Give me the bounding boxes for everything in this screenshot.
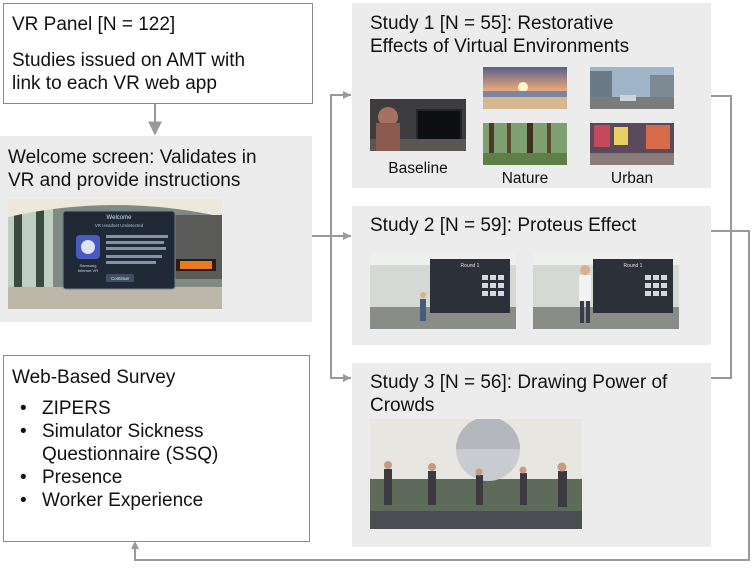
welcome-desc-1: Welcome screen: Validates in [8, 147, 257, 168]
vr-panel-title: VR Panel [N = 122] [12, 14, 176, 35]
nature-beach-image [483, 67, 567, 109]
welcome-desc-2: VR and provide instructions [8, 170, 241, 191]
arrow-studies-to-survey [134, 95, 750, 561]
survey-item: ZIPERS [12, 397, 218, 420]
study2-box: Study 2 [N = 59]: Proteus Effect Round 1… [352, 206, 711, 345]
vr-panel-desc-2: link to each VR web app [12, 73, 217, 94]
survey-items: ZIPERS Simulator Sickness Questionnaire … [12, 397, 218, 512]
survey-item: Presence [12, 466, 218, 489]
study3-title-2: Crowds [370, 395, 435, 416]
caption-baseline: Baseline [388, 160, 448, 177]
nature-forest-image [483, 123, 567, 165]
welcome-dialog-subtitle: VR Headset Undetected [95, 223, 144, 228]
welcome-screen-image: Welcome VR Headset Undetected Samsung In… [8, 199, 222, 309]
study3-box: Study 3 [N = 56]: Drawing Power of Crowd… [352, 363, 711, 547]
welcome-dialog-title: Welcome [107, 215, 133, 221]
urban-street-image [590, 67, 674, 109]
vr-panel-desc-1: Studies issued on AMT with [12, 50, 246, 71]
caption-urban: Urban [610, 170, 654, 187]
survey-item: Worker Experience [12, 489, 218, 512]
study3-title-1: Study 3 [N = 56]: Drawing Power of [370, 372, 668, 393]
proteus-panel-label-1: Round 1 [461, 263, 480, 269]
proteus-image-2: Round 1 [533, 253, 679, 329]
baseline-image [370, 99, 466, 151]
vr-panel-box: VR Panel [N = 122] Studies issued on AMT… [3, 3, 313, 104]
crowd-scene-image [370, 419, 582, 529]
welcome-app-name-2: Internet VR [78, 268, 98, 273]
study1-title-2: Effects of Virtual Environments [370, 36, 630, 57]
caption-nature: Nature [501, 170, 549, 187]
survey-item-continuation: Questionnaire (SSQ) [42, 444, 219, 465]
welcome-dialog-button: Continue [111, 276, 130, 281]
survey-item: Simulator Sickness [12, 420, 218, 443]
study1-box: Study 1 [N = 55]: Restorative Effects of… [352, 3, 711, 188]
study2-title: Study 2 [N = 59]: Proteus Effect [370, 215, 637, 236]
welcome-screen-box: Welcome screen: Validates in VR and prov… [0, 136, 312, 322]
proteus-panel-label-2: Round 1 [624, 263, 643, 269]
urban-timessquare-image [590, 123, 674, 165]
study1-title-1: Study 1 [N = 55]: Restorative [370, 13, 614, 34]
proteus-image-1: Round 1 [370, 253, 516, 329]
web-survey-box: Web-Based Survey ZIPERS Simulator Sickne… [3, 355, 310, 542]
welcome-app-name-1: Samsung [80, 263, 97, 268]
survey-title: Web-Based Survey [12, 367, 176, 388]
